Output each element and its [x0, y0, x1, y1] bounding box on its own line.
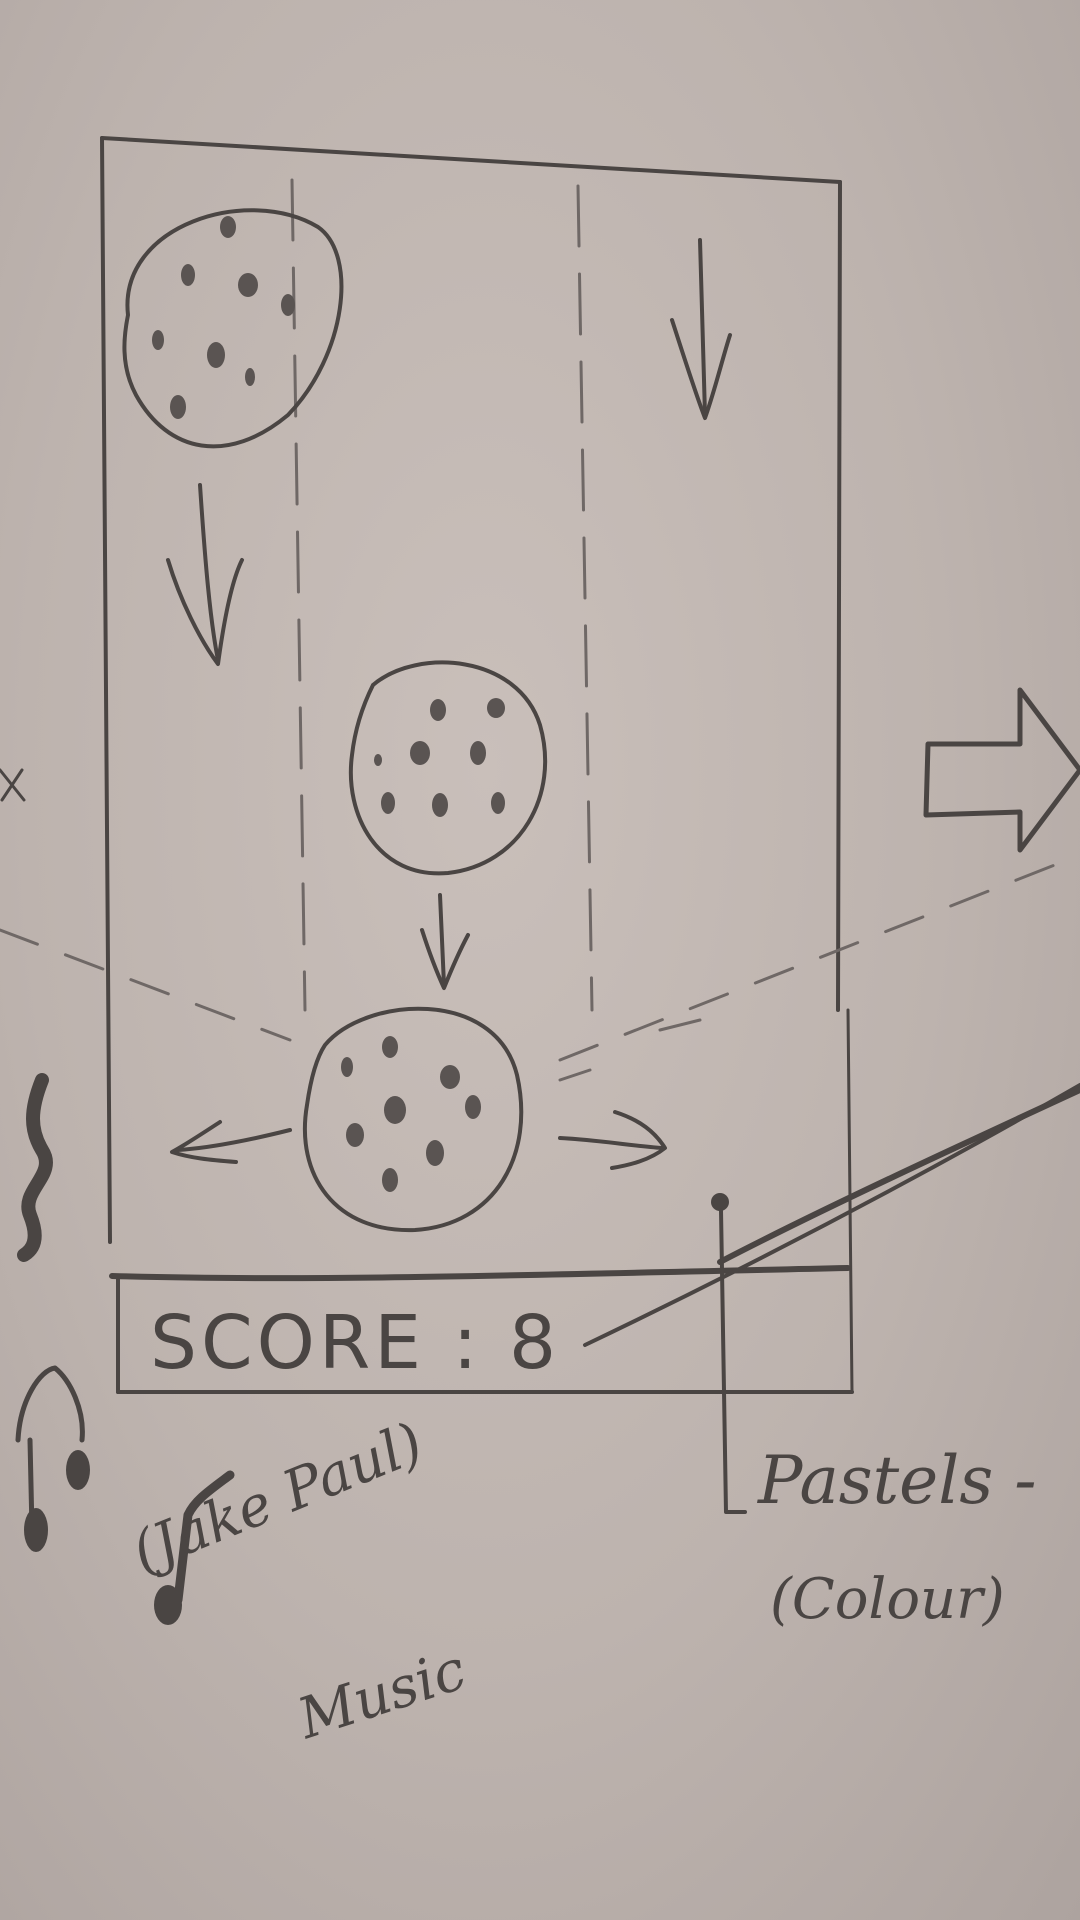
left-arrow-icon	[170, 1120, 292, 1164]
cookie-icon	[302, 1006, 524, 1233]
splat-streaks	[558, 1018, 702, 1082]
game-screen-outline	[100, 136, 854, 1394]
lane-divider-right	[576, 184, 594, 1012]
cookie-icon	[122, 208, 344, 449]
lane-divider-left	[290, 178, 307, 1012]
stray-mark	[0, 768, 26, 802]
score-callout-line	[583, 1083, 1080, 1347]
colour-note: (Colour)	[770, 1567, 1005, 1632]
down-arrow-icon	[670, 238, 732, 420]
perspective-guides	[0, 853, 1080, 1062]
score-label: SCORE : 8	[150, 1300, 561, 1386]
down-arrow-icon	[166, 483, 244, 666]
down-arrow-icon	[420, 893, 470, 990]
music-note-icon	[15, 1365, 90, 1552]
score-divider	[109, 1265, 851, 1282]
cookie-icon	[348, 660, 548, 876]
pastels-note: Pastels -	[758, 1442, 1037, 1519]
right-arrow-icon	[558, 1110, 667, 1170]
music-note-icon	[154, 1470, 235, 1625]
pin-marker-icon	[711, 1193, 747, 1514]
next-screen-arrow-icon	[923, 687, 1080, 853]
music-note-icon	[17, 1073, 53, 1262]
